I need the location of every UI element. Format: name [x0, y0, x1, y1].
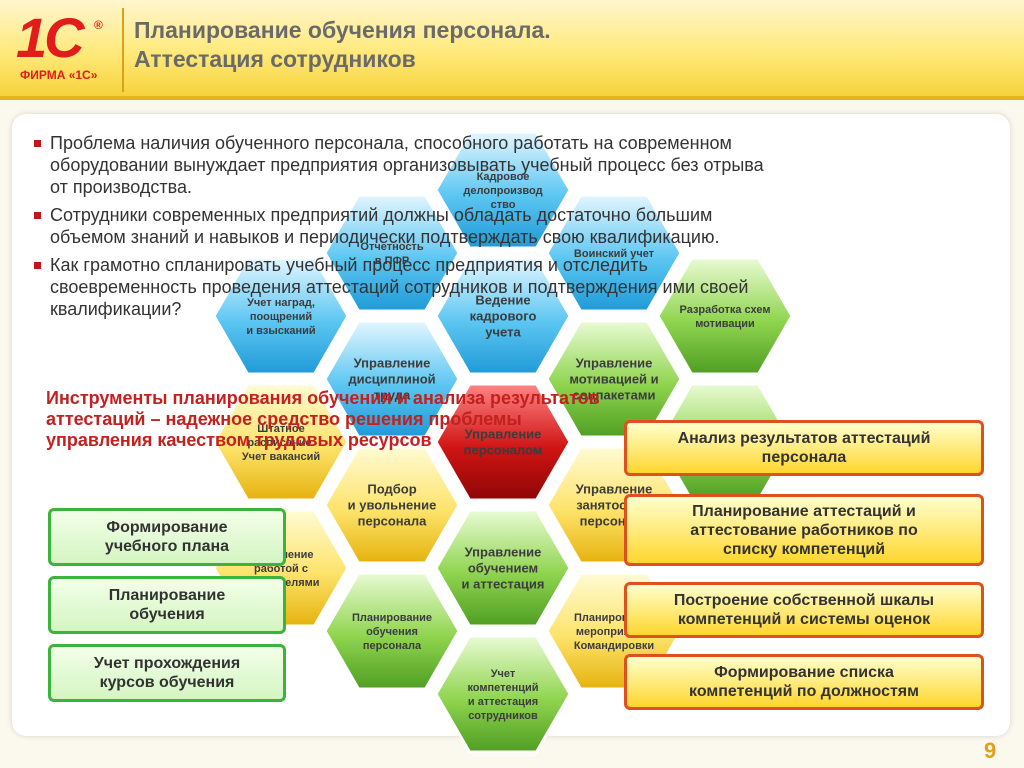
hexagon-blue [323, 319, 461, 439]
hexagon-yellow [212, 382, 350, 502]
box-line: компетенций по должностям [689, 683, 919, 700]
bullet-item: Проблема наличия обученного персонала, с… [32, 132, 772, 198]
hexagon-label: Управление [465, 545, 542, 560]
hexagon-label: труда [374, 388, 411, 403]
hexagon-label: в ПФР [375, 255, 409, 267]
hexagon-label: обучением [468, 561, 538, 576]
box-line: Планирование аттестаций и [692, 502, 916, 520]
competency-scale-box: Построение собственной шкалы компетенций… [624, 582, 984, 638]
bullet-marker-icon [34, 140, 41, 147]
hexagon-label: поощрений [250, 311, 312, 323]
hexagon-label: персонала [358, 514, 428, 529]
logo-mark: 1С [16, 6, 85, 69]
box-line: курсов обучения [99, 674, 235, 691]
hexagon-label: Воинский учет [574, 248, 655, 260]
box-line: компетенций и системы оценок [677, 611, 931, 628]
hexagon-label: мотивации [695, 318, 755, 330]
hexagon-label: мотивацией и [569, 372, 658, 387]
hexagon-label: и аттестация [461, 577, 544, 592]
slide-title-line-1: Планирование обучения персонала. [134, 17, 551, 43]
bullet-item: Как грамотно спланировать учебный процес… [32, 254, 772, 320]
box-line: Построение собственной шкалы [673, 592, 935, 609]
attestation-analysis-box: Анализ результатов аттестаций персонала [624, 420, 984, 476]
header: 1С ® ФИРМА «1С» Планирование обучения пе… [0, 0, 1024, 100]
hexagon-label: Планирование [352, 612, 432, 624]
hexagon-label: расписание. [247, 437, 314, 449]
bullet-marker-icon [34, 262, 41, 269]
bullet-item: Сотрудники современных предприятий должн… [32, 204, 772, 248]
hexagon-label: и аттестация [468, 696, 538, 708]
hexagon-green [656, 256, 794, 376]
bullet-text: Сотрудники современных предприятий должн… [50, 205, 720, 247]
hexagon-label: Разработка схем [680, 304, 771, 316]
hexagon-label: учета [485, 325, 521, 340]
hexagon-label: и увольнение [348, 498, 437, 513]
hexagon-blue [434, 256, 572, 376]
hexagon-label: персоналом [464, 443, 543, 458]
hexagon-label: Управление [465, 427, 542, 442]
attestation-planning-box: Планирование аттестаций и аттестование р… [624, 494, 984, 566]
hexagon-label: соцпакетами [572, 388, 655, 403]
hexagon-label: Учет [491, 668, 516, 680]
slide-title-line-2: Аттестация сотрудников [134, 46, 416, 72]
hexagon-label: Командировки [574, 640, 654, 652]
hexagon-label: Учет вакансий [242, 451, 320, 463]
page-number: 9 [984, 738, 997, 763]
box-line: списку компетенций [722, 540, 886, 558]
hexagon-label: сотрудников [468, 710, 538, 722]
bullet-text: Как грамотно спланировать учебный процес… [50, 255, 749, 319]
hexagon-label: Учет наград, [247, 297, 315, 309]
hexagon-green [323, 571, 461, 691]
course-tracking-box: Учет прохождения курсов обучения [48, 644, 286, 702]
box-line: учебного плана [104, 538, 230, 555]
box-line: Формирование [106, 519, 228, 536]
logo-registered-mark: ® [94, 18, 103, 32]
training-planning-box: Планирование обучения [48, 576, 286, 634]
hexagon-label: обучения [366, 626, 418, 638]
box-line: персонала [761, 449, 847, 466]
hexagon-blue [434, 130, 572, 250]
company-logo: 1С ® ФИРМА «1С» [12, 6, 120, 90]
competency-list-box: Формирование списка компетенций по должн… [624, 654, 984, 710]
hexagon-label: делопроизвод [463, 185, 542, 197]
hexagon-label: кадрового [470, 309, 537, 324]
hexagon-label: ство [491, 199, 516, 211]
hexagon-label: Управление [576, 356, 653, 371]
box-line: Планирование [108, 587, 226, 604]
hexagon-red [434, 382, 572, 502]
box-line: Анализ результатов аттестаций [677, 430, 931, 447]
hexagon-label: Ведение [475, 293, 530, 308]
hexagon-green [434, 508, 572, 628]
box-line: Учет прохождения [93, 655, 241, 672]
hexagon-blue [545, 193, 683, 313]
hexagon-yellow [323, 445, 461, 565]
box-line: Формирование списка [714, 664, 894, 681]
bullet-list: Проблема наличия обученного персонала, с… [32, 132, 772, 326]
hexagon-blue [323, 193, 461, 313]
hexagon-label: Отчетность [360, 241, 423, 253]
bullet-marker-icon [34, 212, 41, 219]
hexagon-label: персонала [363, 640, 422, 652]
tools-heading: Инструменты планирования обучения и анал… [46, 388, 600, 450]
bullet-text: Проблема наличия обученного персонала, с… [50, 133, 764, 197]
hexagon-label: компетенций [467, 682, 538, 694]
header-divider [122, 8, 124, 92]
curriculum-box: Формирование учебного плана [48, 508, 286, 566]
hexagon-label: и взысканий [246, 325, 315, 337]
slide-title: Планирование обучения персонала. Аттеста… [134, 16, 551, 74]
hexagon-label: Подбор [367, 482, 416, 497]
hexagon-label: Штатное [257, 423, 304, 435]
hexagon-blue [212, 256, 350, 376]
box-line: обучения [129, 606, 205, 623]
hexagon-label: дисциплиной [348, 372, 435, 387]
box-line: аттестование работников по [690, 521, 918, 539]
hexagon-label: Управление [354, 356, 431, 371]
hexagon-label: Управление [576, 482, 653, 497]
hexagon-label: Кадровое [477, 171, 530, 183]
logo-firm-name: ФИРМА «1С» [20, 68, 98, 82]
hexagon-green [434, 634, 572, 754]
